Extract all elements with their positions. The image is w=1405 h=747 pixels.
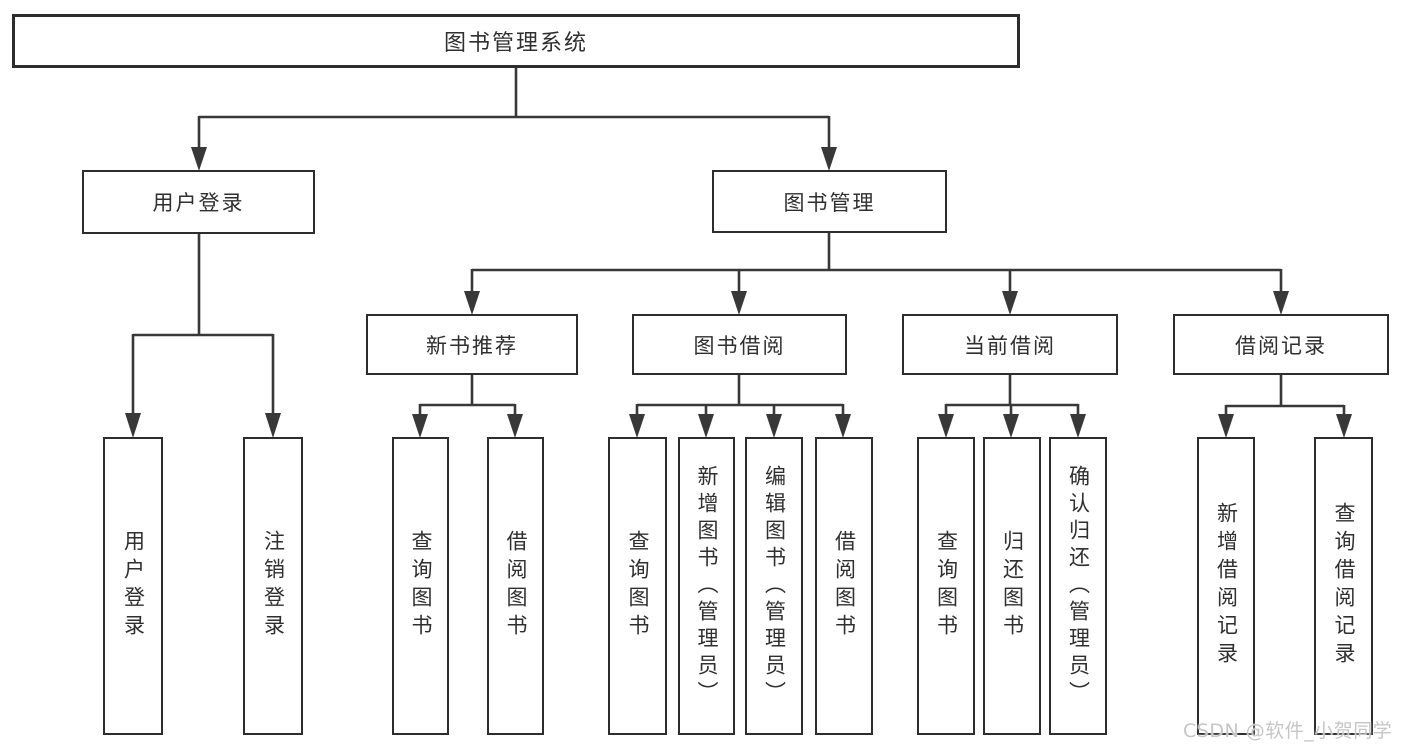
node-current-borrowing: 当前借阅 [902,314,1118,375]
leaf-query-books-recommend: 查询图书 [392,437,449,735]
node-borrow-records: 借阅记录 [1173,314,1389,375]
node-user-login: 用户登录 [82,170,315,234]
leaf-user-login: 用户登录 [103,437,163,735]
leaf-query-borrow-record: 查询借阅记录 [1314,437,1373,735]
leaf-borrow-books-recommend: 借阅图书 [487,437,544,735]
leaf-query-books-borrowing: 查询图书 [608,437,667,735]
leaf-add-books-admin: 新增图书（管理员） [678,437,735,735]
leaf-borrow-books: 借阅图书 [815,437,873,735]
leaf-logout: 注销登录 [243,437,303,735]
node-library-system: 图书管理系统 [12,14,1020,68]
leaf-edit-books-admin: 编辑图书（管理员） [745,437,803,735]
leaf-query-books-current: 查询图书 [917,437,975,735]
node-book-borrowing: 图书借阅 [632,314,847,375]
node-new-book-recommend: 新书推荐 [366,314,578,375]
leaf-add-borrow-record: 新增借阅记录 [1197,437,1255,735]
node-book-management: 图书管理 [712,170,947,233]
csdn-watermark: CSDN @软件_小贺同学 [1183,720,1393,742]
leaf-confirm-return-admin: 确认归还（管理员） [1049,437,1107,735]
leaf-return-books: 归还图书 [983,437,1041,735]
